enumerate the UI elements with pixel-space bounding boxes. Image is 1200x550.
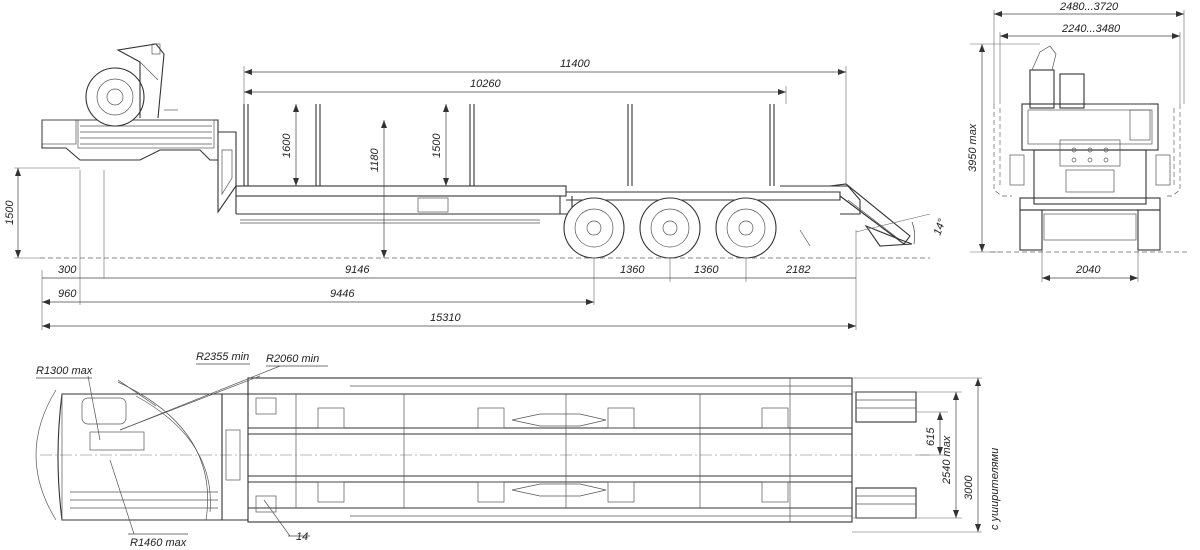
dim-1500-stake: 1500 [431, 133, 443, 158]
top-dimensions: R1300 max R2355 min R2060 min R1460 max … [36, 351, 1001, 549]
dim-960: 960 [58, 288, 77, 300]
callout-14: 14 [296, 531, 308, 543]
dim-track: 2040 [1075, 264, 1101, 276]
dim-300: 300 [58, 264, 77, 276]
dim-r2060: R2060 min [266, 353, 319, 365]
dim-1360-a: 1360 [620, 264, 645, 276]
top-view [35, 365, 930, 537]
dim-ramp-angle: 14° [932, 217, 949, 237]
dim-15310: 15310 [430, 312, 461, 324]
dim-1600: 1600 [281, 133, 293, 158]
dim-9146: 9146 [345, 264, 370, 276]
dim-9446: 9446 [330, 288, 355, 300]
dim-r1460: R1460 max [130, 537, 187, 549]
front-view [990, 45, 1190, 253]
dim-height: 3950 max [967, 123, 979, 172]
dim-1180: 1180 [369, 147, 381, 172]
dim-r2355: R2355 min [196, 351, 249, 363]
dim-3000: 3000 [963, 475, 975, 500]
dim-1500-fifth: 1500 [4, 200, 16, 225]
dim-2182: 2182 [785, 264, 810, 276]
dim-1360-b: 1360 [694, 264, 719, 276]
dim-2540: 2540 max [941, 435, 953, 485]
dim-width-top: 2480...3720 [1059, 1, 1119, 13]
dim-r1300: R1300 max [36, 365, 93, 377]
dim-615: 615 [925, 427, 937, 446]
side-dimensions: 11400 10260 300 9146 1360 1360 2182 960 … [4, 58, 949, 330]
dim-11400: 11400 [560, 58, 591, 70]
dim-3000-note: с уширителями [989, 448, 1001, 530]
dim-10260: 10260 [470, 78, 501, 90]
side-view [40, 43, 931, 259]
dim-width-inner: 2240...3480 [1061, 23, 1121, 35]
front-dimensions: 2480...3720 2240...3480 3950 max 2040 [967, 1, 1185, 282]
